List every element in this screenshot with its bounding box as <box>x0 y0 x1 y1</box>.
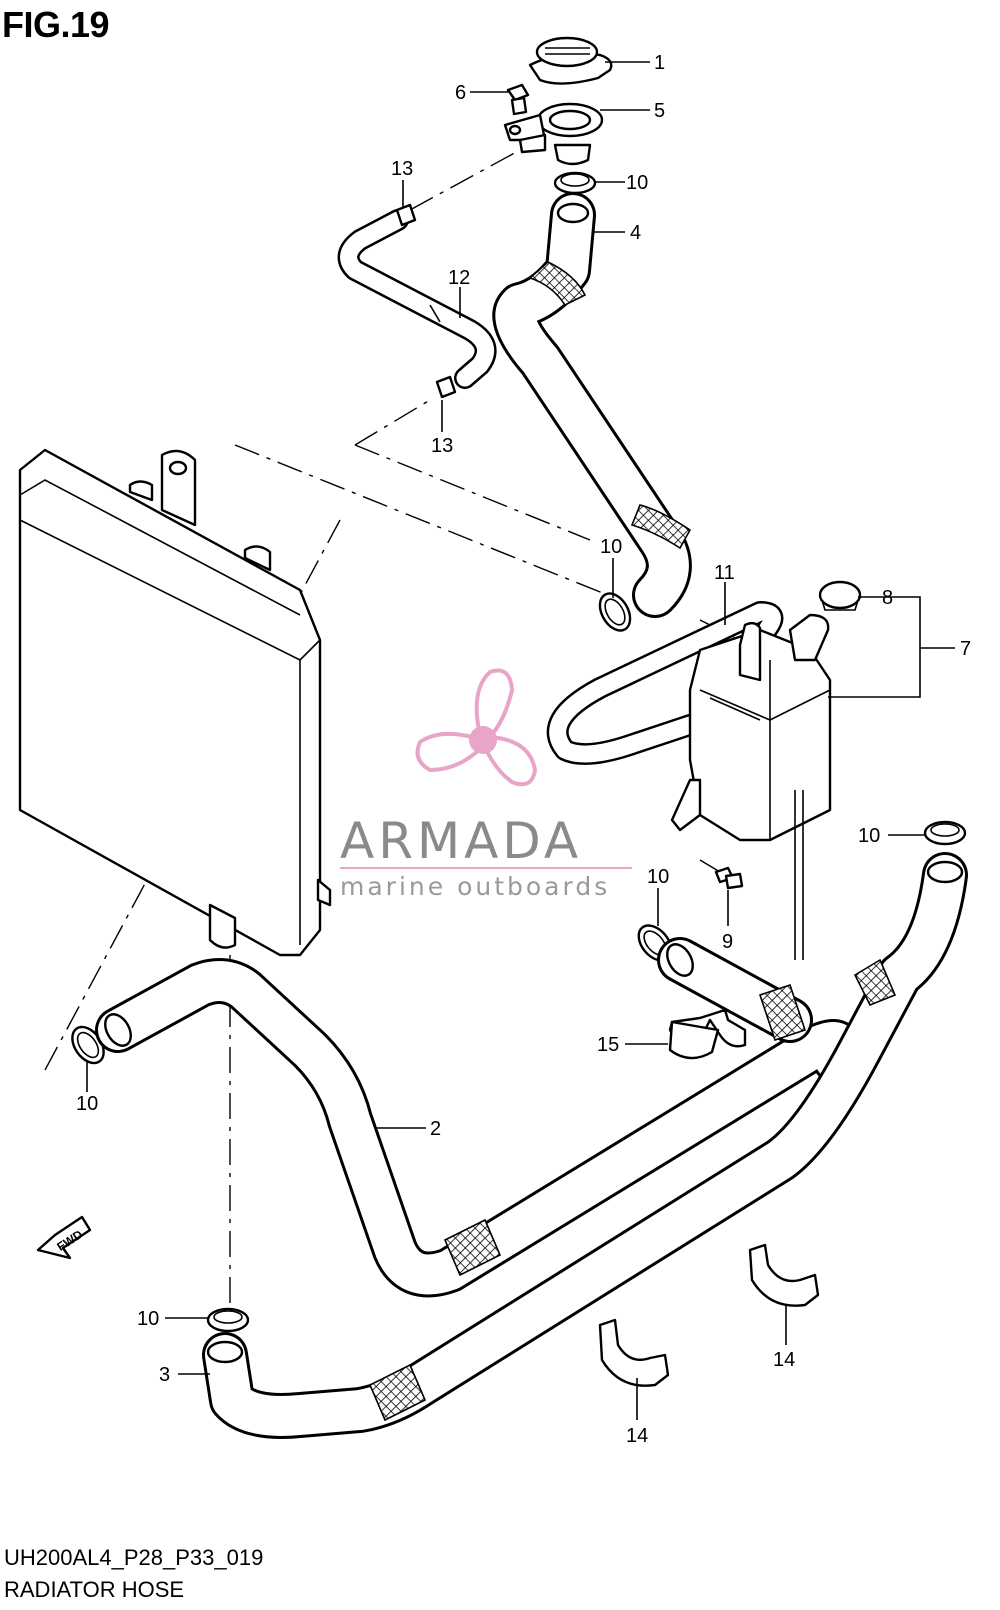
hose-2 <box>95 958 862 1298</box>
callout-9: 9 <box>722 931 733 953</box>
fwd-arrow: FWD <box>36 1215 92 1260</box>
hose-12 <box>337 209 497 389</box>
callout-13-b: 13 <box>431 435 453 457</box>
callout-7: 7 <box>960 638 971 660</box>
hose-branch <box>657 937 813 1043</box>
watermark-brand: ARMADA <box>340 812 582 870</box>
clamp-10-b <box>598 592 632 632</box>
figure-title: FIG.19 <box>2 4 110 45</box>
callout-14-a: 14 <box>626 1425 648 1447</box>
watermark-tagline: marine outboards <box>340 872 610 901</box>
bolt-9 <box>714 866 744 890</box>
callout-3: 3 <box>159 1364 170 1386</box>
radiator-cap <box>528 36 613 85</box>
callout-10-b: 10 <box>600 536 622 558</box>
clamp-10-a <box>553 171 597 195</box>
propeller-logo-icon <box>415 668 538 787</box>
callout-15: 15 <box>597 1034 619 1056</box>
callout-10-c: 10 <box>858 825 880 847</box>
hose-3 <box>202 852 968 1439</box>
callout-10-d: 10 <box>647 866 669 888</box>
callout-10-e: 10 <box>76 1093 98 1115</box>
callout-10-f: 10 <box>137 1308 159 1330</box>
callout-12: 12 <box>448 267 470 289</box>
diagram-code: UH200AL4_P28_P33_019 <box>4 1545 264 1570</box>
clamp-14-left <box>598 1318 670 1387</box>
callout-10-a: 10 <box>626 172 648 194</box>
hose-11 <box>546 601 784 765</box>
callout-13-a: 13 <box>391 158 413 180</box>
callout-2: 2 <box>430 1118 441 1140</box>
clamp-10-f <box>206 1307 250 1333</box>
callout-labels: 1 2 3 4 5 6 7 8 9 10 10 10 10 10 10 11 1… <box>76 52 971 1447</box>
clamp-14-right <box>748 1243 820 1307</box>
clip-13-lower <box>435 375 457 399</box>
tank-cap <box>818 580 862 611</box>
armada-watermark: ARMADA marine outboards <box>340 668 632 901</box>
callout-5: 5 <box>654 100 665 122</box>
diagram-name: RADIATOR HOSE <box>4 1577 185 1602</box>
clamp-10-c <box>923 820 967 846</box>
leader-lines <box>86 61 955 1420</box>
callout-11: 11 <box>714 562 735 584</box>
callout-14-b: 14 <box>773 1349 795 1371</box>
hose-4 <box>492 192 692 618</box>
callout-4: 4 <box>630 222 641 244</box>
clip-13-upper <box>395 203 417 227</box>
filler-neck <box>503 102 604 166</box>
clamp-15 <box>668 1008 747 1060</box>
callout-8: 8 <box>882 587 893 609</box>
callout-6: 6 <box>455 82 466 104</box>
callout-1: 1 <box>654 52 665 74</box>
bolt-6 <box>506 83 530 116</box>
reserve-tank <box>670 613 832 960</box>
radiator <box>18 448 332 957</box>
